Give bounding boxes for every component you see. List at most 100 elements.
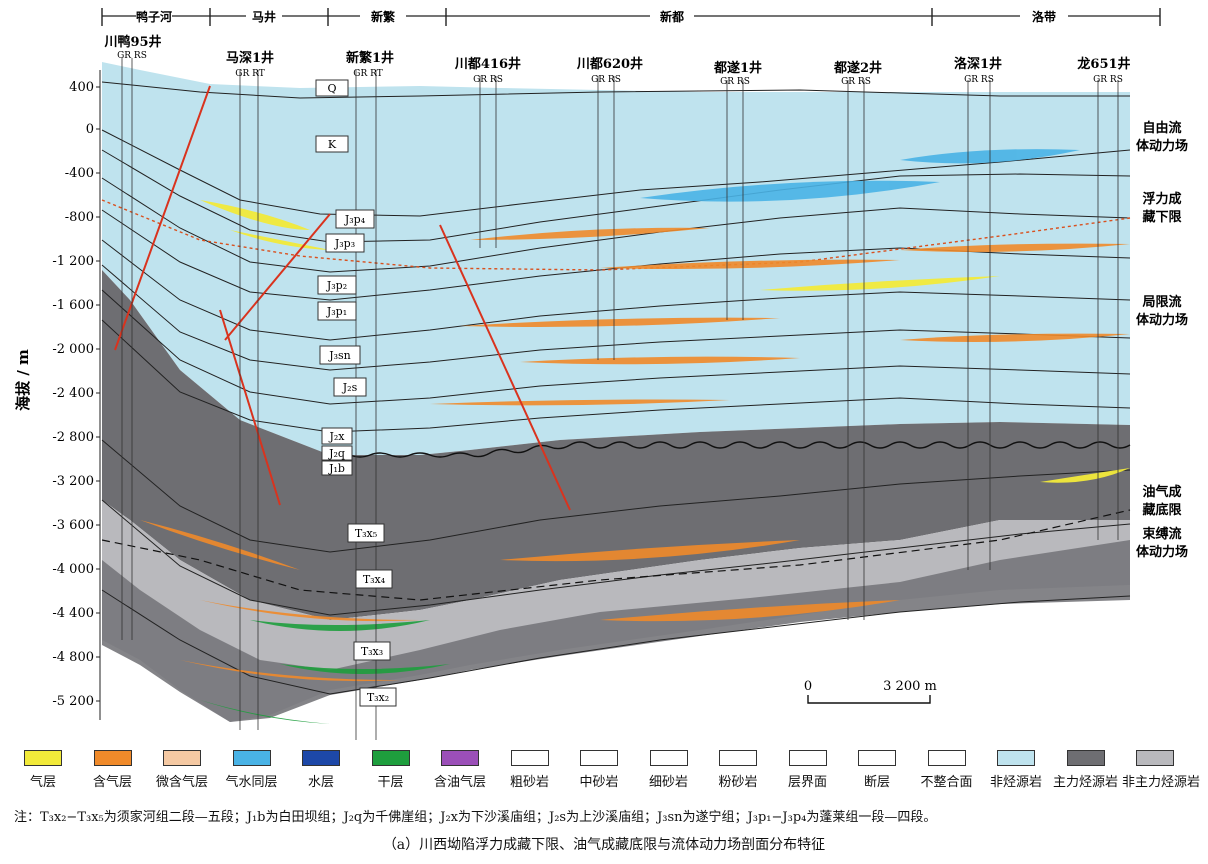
legend-label: 不整合面 [920, 775, 973, 790]
legend-item: 中砂岩 [566, 750, 632, 790]
legend-item: 水层 [288, 750, 354, 790]
zone-label: 体动力场 [1136, 544, 1188, 560]
formation-label: J₃p₄ [344, 213, 366, 226]
well-name: 龙651井 [1077, 56, 1130, 72]
zone-label: 藏下限 [1142, 209, 1182, 225]
formation-label: K [328, 138, 337, 151]
well-logs: GR RT [353, 69, 382, 79]
well-name: 洛深1井 [954, 56, 1002, 72]
y-tick: 400 [69, 80, 94, 95]
formation-label: J₁b [328, 462, 345, 475]
legend-item: 含气层 [80, 750, 146, 790]
well-logs: GR RS [841, 77, 871, 87]
formation-label: T₃x₂ [367, 691, 389, 704]
scale-start: 0 [804, 679, 812, 694]
y-tick: -5 200 [52, 694, 94, 709]
y-tick: -400 [65, 166, 94, 181]
y-tick: 0 [86, 122, 94, 137]
legend-label: 层界面 [787, 775, 827, 790]
legend-swatch [441, 750, 479, 766]
segment-label: 洛带 [1032, 9, 1056, 24]
dry-layers [200, 620, 450, 724]
well-columns [121, 58, 1119, 740]
scale-bar: 0 3 200 m [804, 679, 937, 704]
y-tick: -4 800 [52, 650, 94, 665]
zone-label: 藏底限 [1142, 502, 1182, 518]
legend-label: 非主力烃源岩 [1122, 775, 1201, 790]
legend-swatch [163, 750, 201, 766]
legend-label: 含气层 [92, 775, 132, 790]
legend-item: 主力烃源岩 [1053, 750, 1119, 790]
legend-label: 非烃源岩 [989, 775, 1042, 790]
legend-swatch [302, 750, 340, 766]
zone-label: 浮力成 [1142, 191, 1181, 207]
legend-item: 微含气层 [149, 750, 215, 790]
legend-label: 粉砂岩 [718, 775, 758, 790]
scale-end: 3 200 m [883, 679, 937, 694]
formation-label: T₃x₃ [361, 645, 383, 658]
legend-swatch [93, 750, 132, 766]
zone-label: 油气成 [1142, 484, 1181, 500]
segment-bar: 鸭子河 马井 新繁 新都 洛带 [101, 6, 1161, 26]
hydrocarbon-bottom-limit-line [101, 509, 1131, 601]
segment-label: 新繁 [371, 9, 396, 24]
legend-label: 中砂岩 [579, 775, 619, 790]
well-name: 川都416井 [454, 56, 521, 72]
legend-swatch [24, 750, 62, 766]
formation-label: Q [327, 82, 336, 95]
y-tick: -2 000 [52, 342, 94, 357]
legend-item: 非烃源岩 [983, 750, 1049, 790]
well-logs: GR RS [964, 75, 994, 85]
y-tick: -1 200 [52, 254, 94, 269]
well-logs: GR RT [235, 69, 264, 79]
legend-item: 气层 [10, 750, 76, 790]
legend-label: 气层 [29, 775, 56, 790]
legend-item: 断层 [844, 750, 910, 790]
legend-label: 含油气层 [433, 775, 486, 790]
zone-label: 体动力场 [1136, 138, 1188, 154]
legend-item: 细砂岩 [636, 750, 702, 790]
zone-label: 体动力场 [1136, 312, 1188, 328]
legend-swatch [649, 750, 688, 766]
faults [114, 85, 571, 511]
cross-section-diagram: 海拔 / m 400 0 -400 -800 -1 200 -1 600 -2 … [14, 34, 1188, 740]
y-tick: -4 000 [52, 562, 94, 577]
legend-label: 微含气层 [155, 775, 208, 790]
y-axis: 海拔 / m 400 0 -400 -800 -1 200 -1 600 -2 … [14, 70, 101, 720]
well-name: 川都620井 [576, 56, 643, 72]
legend-item: 非主力烃源岩 [1122, 750, 1201, 790]
formation-label: J₃p₁ [326, 305, 347, 318]
legend-swatch [997, 750, 1035, 766]
legend-item: 气水同层 [219, 750, 285, 790]
legend-item: 粗砂岩 [497, 750, 563, 790]
well-name: 都遂2井 [833, 60, 882, 76]
segment-label: 新都 [660, 9, 684, 24]
y-tick: -2 800 [52, 430, 94, 445]
main-source-rock-lower-zone [102, 540, 1130, 722]
formation-label: T₃x₄ [363, 573, 386, 586]
y-tick: -3 200 [52, 474, 94, 489]
legend-item: 含油气层 [427, 750, 493, 790]
figure-caption: （a）川西坳陷浮力成藏下限、油气成藏底限与流体动力场剖面分布特征 [382, 837, 826, 853]
legend-swatch [371, 750, 410, 766]
formation-label: J₃p₂ [326, 279, 347, 292]
legend-item: 层界面 [775, 750, 841, 790]
legend-swatch [1136, 750, 1174, 766]
y-axis-label: 海拔 / m [14, 349, 32, 411]
formation-label: T₃x₅ [355, 527, 377, 540]
legend-label: 粗砂岩 [509, 775, 549, 790]
well-logs: GR RS [117, 51, 147, 61]
well-name: 都遂1井 [713, 60, 762, 76]
legend-swatch [232, 750, 271, 766]
well-name: 新繁1井 [346, 50, 394, 66]
legend-item: 干层 [358, 750, 424, 790]
zone-label: 束缚流 [1142, 526, 1181, 542]
well-logs: GR RS [720, 77, 750, 87]
legend-swatch [510, 750, 549, 766]
note-text: 注：T₃x₂−T₃x₅为须家河组二段—五段；J₁b为白田坝组；J₂q为千佛崖组；… [14, 810, 937, 825]
segment-label: 马井 [252, 9, 276, 24]
gas-layers [200, 200, 1130, 483]
formation-label: J₃p₃ [334, 237, 355, 250]
well-logs: GR RS [1093, 75, 1123, 85]
y-tick: -2 400 [52, 386, 94, 401]
